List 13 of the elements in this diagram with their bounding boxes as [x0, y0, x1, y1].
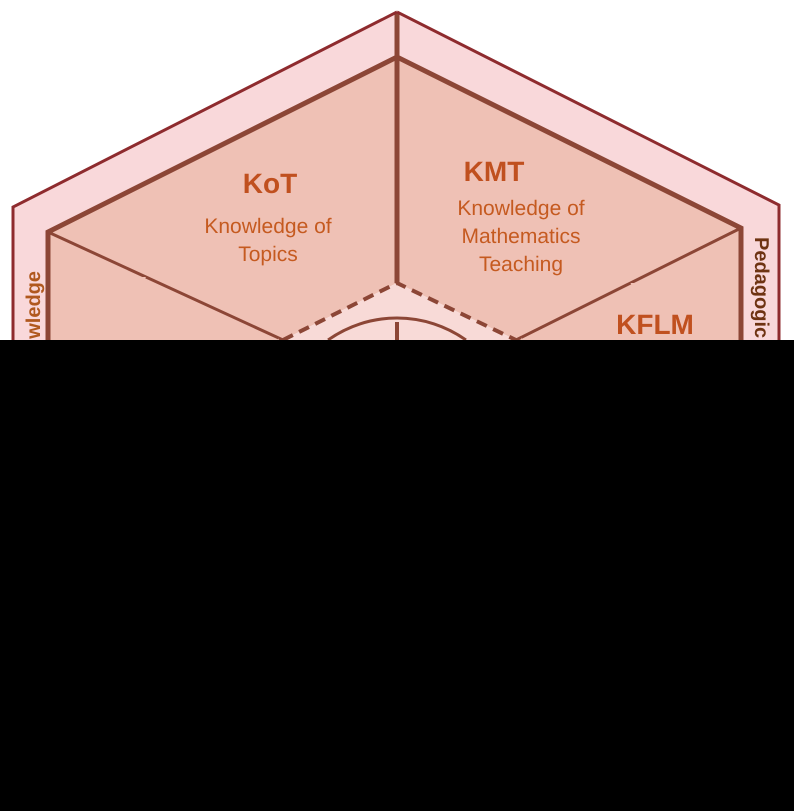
sector-panel	[452, 157, 590, 280]
sector-panel	[46, 277, 279, 340]
center-circle	[326, 316, 468, 340]
sector-code: KMT	[464, 158, 524, 186]
hexagon-half	[397, 8, 782, 340]
band-label: wledge	[23, 271, 45, 339]
sector-code: KFLM	[616, 311, 694, 339]
band-label: Pedagogic	[750, 237, 772, 338]
sector-description: Knowledge of Topics	[203, 214, 333, 268]
sector-description: Knowledge of Mathematics Teaching	[456, 196, 586, 278]
hexagon-half	[10, 8, 397, 340]
sector-code: KoT	[242, 170, 298, 198]
sector-panel	[521, 283, 743, 340]
